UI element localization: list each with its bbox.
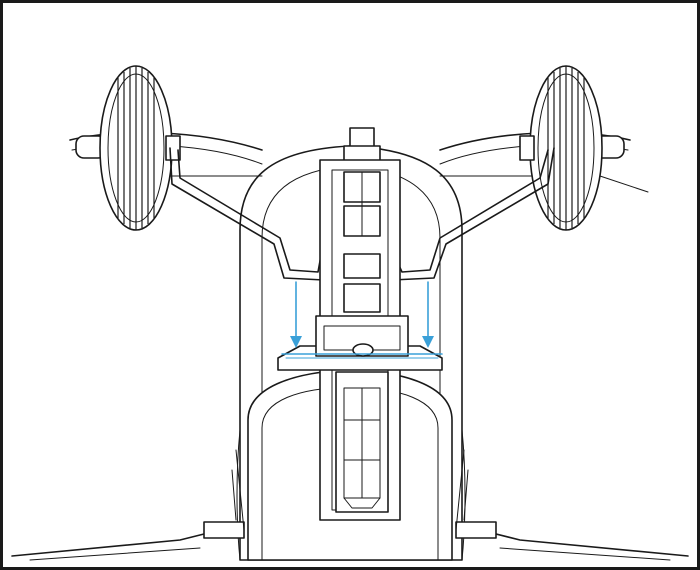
left-wheel (75, 65, 181, 231)
insertion-indicators (281, 281, 443, 359)
left-arrow-head (290, 336, 302, 348)
gear-mount (277, 127, 443, 521)
right-wheel (519, 65, 625, 231)
right-arrow-head (422, 336, 434, 348)
